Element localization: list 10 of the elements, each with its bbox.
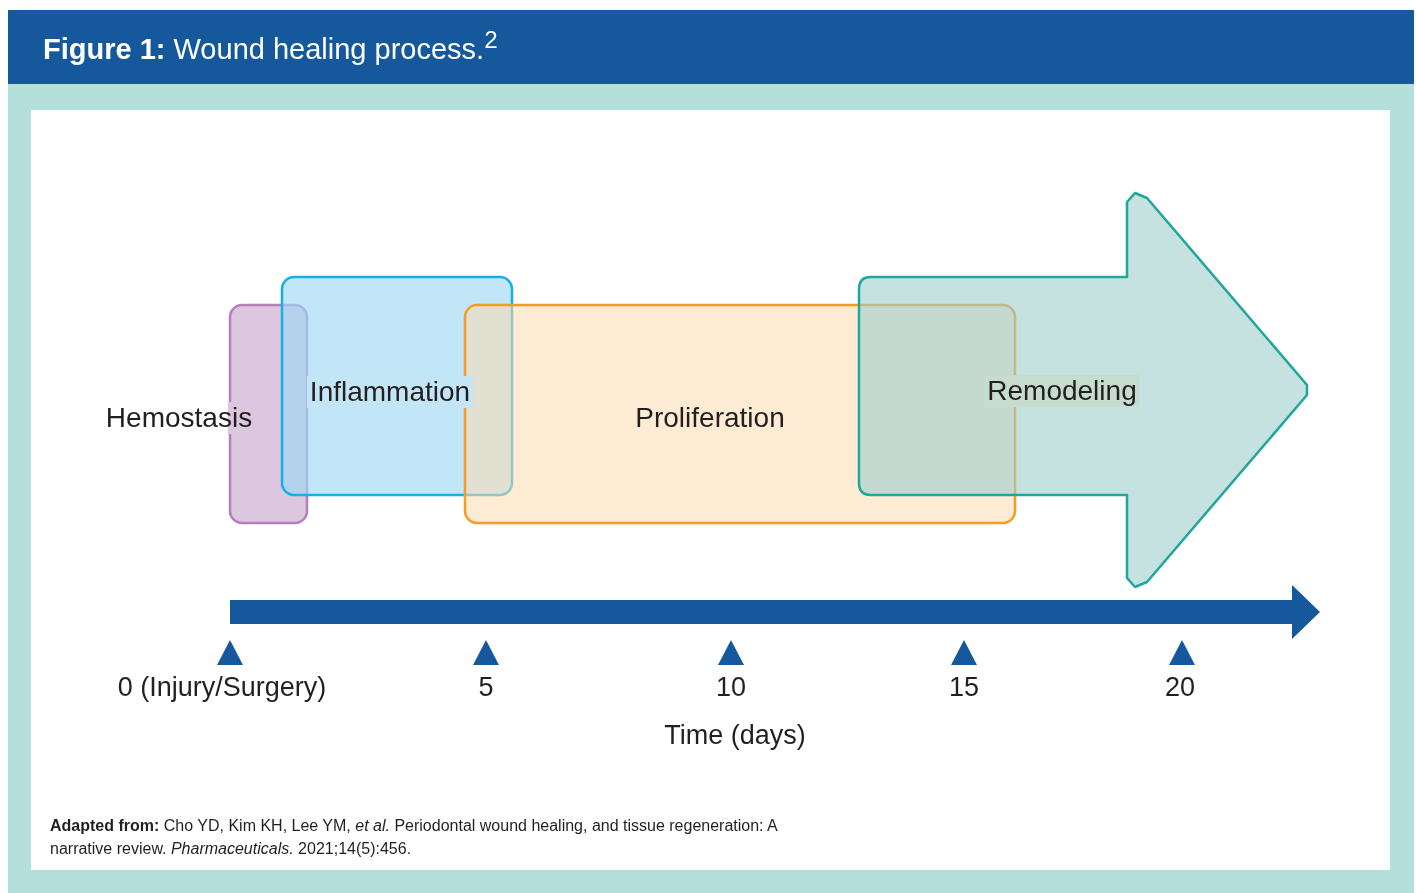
tick-label: 20 [1165, 672, 1195, 703]
citation: Adapted from: Cho YD, Kim KH, Lee YM, et al. Periodontal wound healing, and tissue regeneration: A narrative review. Pharmaceuticals. 2021;14(5):456. [50, 816, 779, 859]
phase-label: Inflammation [306, 376, 474, 408]
tick-label: 10 [716, 672, 746, 703]
tick-label: 5 [478, 672, 494, 703]
tick-label: 0 (Injury/Surgery) [117, 672, 327, 703]
axis-title: Time (days) [664, 720, 806, 751]
figure-title: Figure 1: Wound healing process.$^{2}$ [43, 26, 498, 66]
phase-label: Proliferation [634, 402, 786, 434]
tick-label: 15 [949, 672, 979, 703]
